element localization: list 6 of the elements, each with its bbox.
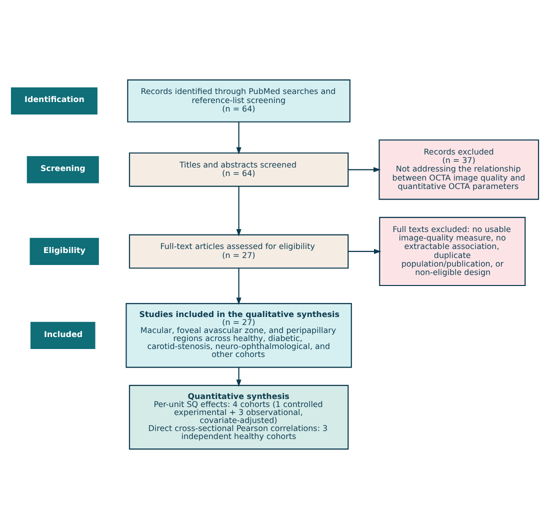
arrow: [236, 186, 242, 236]
arrow: [236, 122, 242, 154]
arrow: [236, 366, 242, 386]
arrow: [348, 166, 381, 172]
arrow: [348, 248, 382, 254]
arrow: [236, 268, 242, 304]
